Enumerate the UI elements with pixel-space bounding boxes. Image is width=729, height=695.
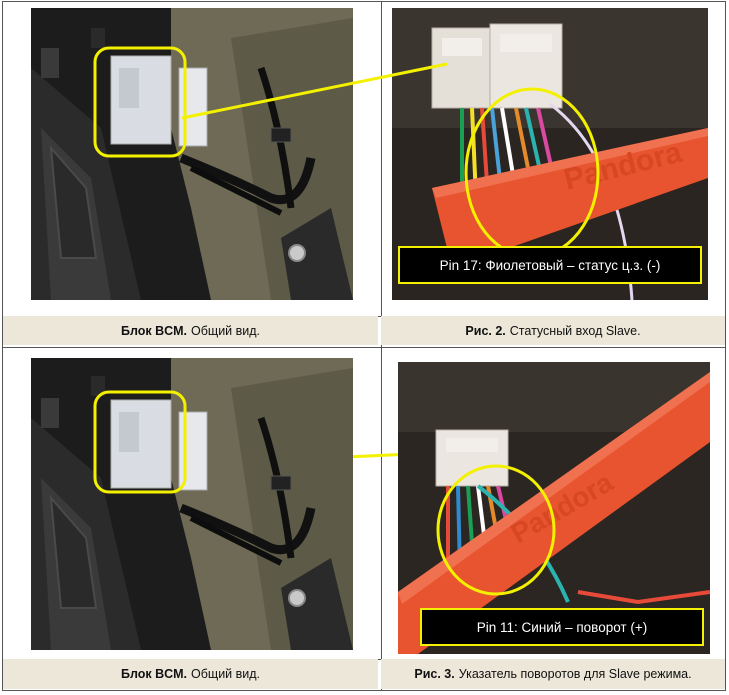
pin11-label: Pin 11: Синий – поворот (+) — [420, 608, 704, 646]
caption-fig2: Рис. 2. Статусный вход Slave. — [381, 316, 725, 345]
caption-text: Общий вид. — [191, 667, 261, 681]
caption-text: Статусный вход Slave. — [509, 323, 641, 338]
caption-bold: Блок BCM. — [120, 323, 188, 338]
pin17-photo: Pandora — [392, 8, 708, 300]
caption-text: Указатель поворотов для Slave режима. — [458, 667, 692, 681]
pin17-label: Pin 17: Фиолетовый – статус ц.з. (-) — [398, 246, 702, 284]
caption-bold: Рис. 3. — [414, 667, 455, 681]
caption-bold: Блок BCM. — [120, 667, 188, 681]
bcm-photo-bottom — [31, 358, 353, 650]
pin11-photo: Pandora — [398, 362, 710, 654]
caption-bcm-top: Блок BCM. Общий вид. — [3, 316, 378, 345]
column-divider — [381, 2, 382, 690]
caption-text: Общий вид. — [191, 323, 261, 338]
caption-bold: Рис. 2. — [465, 323, 506, 338]
caption-bcm-bottom: Блок BCM. Общий вид. — [3, 659, 378, 689]
caption-fig3: Рис. 3. Указатель поворотов для Slave ре… — [381, 659, 725, 689]
row-divider — [3, 347, 725, 348]
bcm-photo-top — [31, 8, 353, 300]
